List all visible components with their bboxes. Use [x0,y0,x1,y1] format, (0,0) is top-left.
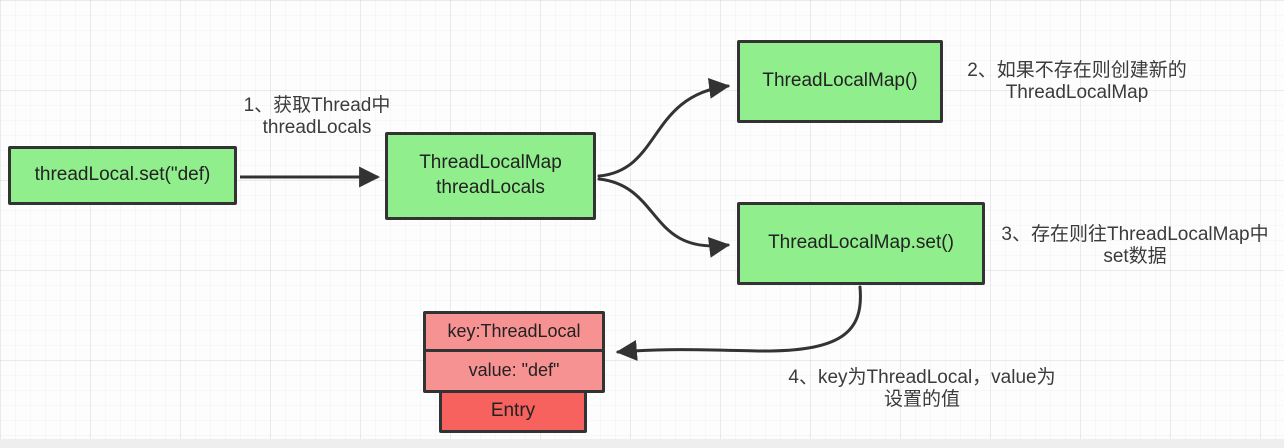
annotation-step3: 3、存在则往ThreadLocalMap中 set数据 [986,224,1284,268]
node-threadlocalmap-constructor-label: ThreadLocalMap() [762,70,918,92]
node-threadlocal-set: threadLocal.set("def) [8,146,237,205]
annotation-step1-line1: 1、获取Thread中 [243,95,391,116]
node-entry-value-label: value: "def" [468,360,560,381]
annotation-step2: 2、如果不存在则创建新的 ThreadLocalMap [948,60,1206,104]
node-threadlocal-set-label: threadLocal.set("def) [34,164,211,186]
annotation-step2-line2: ThreadLocalMap [1005,82,1149,103]
node-threadlocalmap-constructor: ThreadLocalMap() [737,40,943,123]
node-entry-key: key:ThreadLocal [423,311,605,352]
annotation-step3-line2: set数据 [1103,246,1167,267]
node-entry: Entry [439,390,587,433]
node-threadlocalmap-set: ThreadLocalMap.set() [737,202,985,285]
node-entry-label: Entry [490,400,536,422]
annotation-step4: 4、key为ThreadLocal，value为 设置的值 [768,367,1076,411]
annotation-step4-line1: 4、key为ThreadLocal，value为 [788,367,1056,388]
node-threadlocalmap-set-label: ThreadLocalMap.set() [768,232,954,254]
arrow-map-to-newmap [597,77,731,178]
annotation-step3-line1: 3、存在则往ThreadLocalMap中 [1001,224,1269,245]
arrow-mapset-to-entry [615,285,862,361]
node-entry-value: value: "def" [423,349,605,393]
arrow-map-to-mapset [597,177,731,258]
node-threadlocalmap-threadlocals: ThreadLocalMap threadLocals [385,132,596,220]
annotation-step2-line1: 2、如果不存在则创建新的 [967,60,1187,81]
annotation-step1: 1、获取Thread中 threadLocals [222,95,412,139]
annotation-step1-line2: threadLocals [262,117,372,138]
annotation-step4-line2: 设置的值 [883,389,960,410]
bottom-edge-strip [0,439,1284,448]
node-entry-key-label: key:ThreadLocal [447,320,581,341]
node-threadlocalmap-line1: ThreadLocalMap [419,152,562,174]
node-threadlocalmap-line2: threadLocals [436,177,545,198]
